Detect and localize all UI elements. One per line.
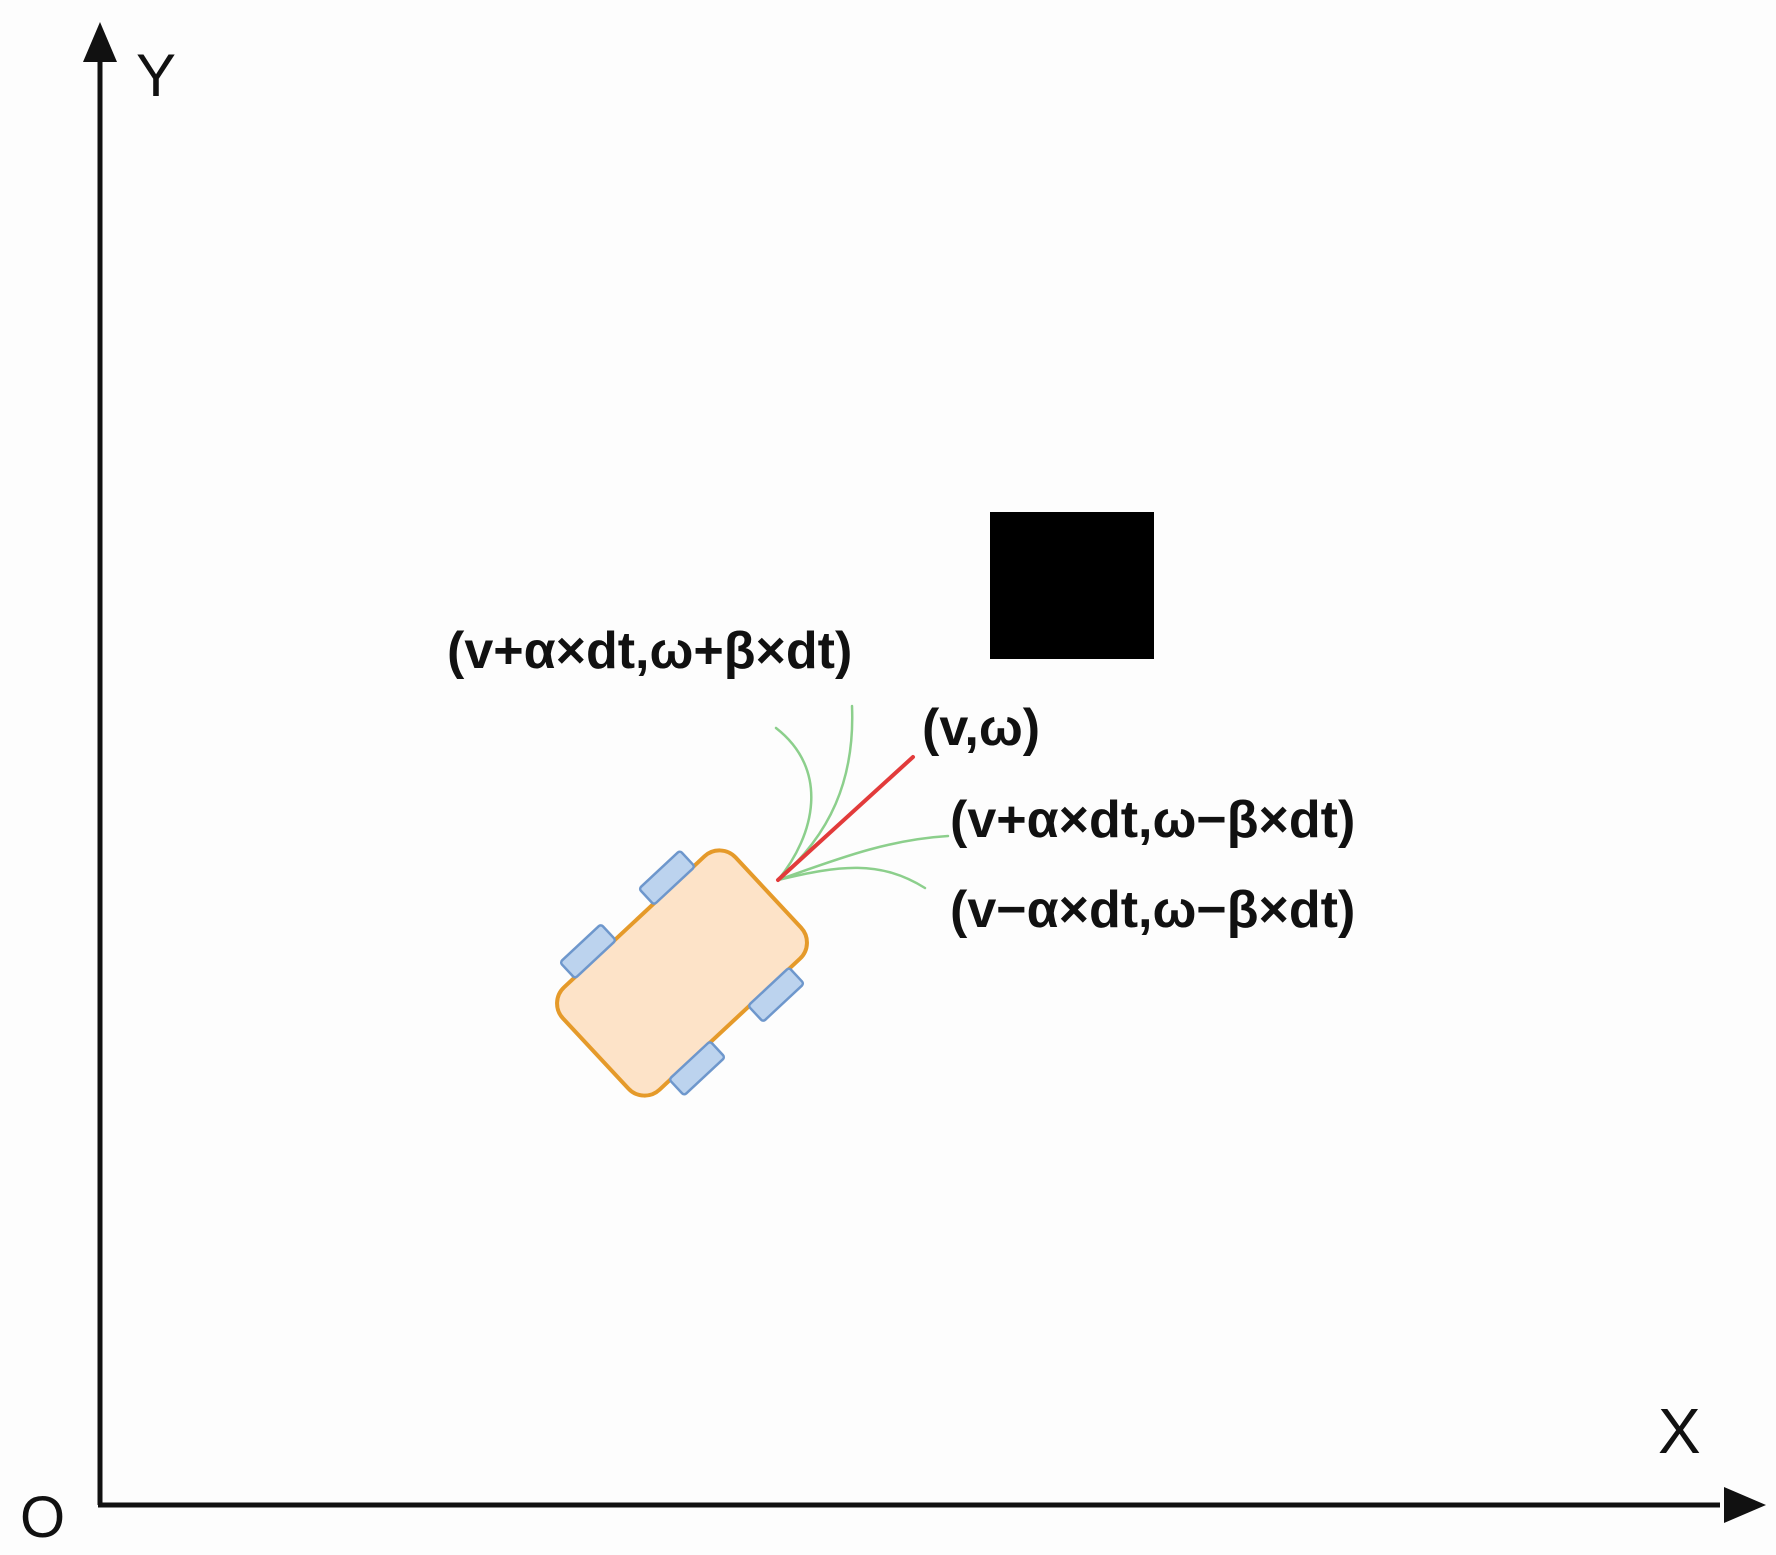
x-axis-arrowhead xyxy=(1724,1487,1766,1523)
coordinate-axes: Y X O xyxy=(20,22,1766,1550)
trajectory-upper xyxy=(776,704,854,882)
wheel-rear-right xyxy=(669,1041,726,1096)
trajectory-right-1 xyxy=(776,834,950,882)
robot xyxy=(555,848,809,1098)
obstacle xyxy=(990,512,1154,659)
x-axis-label: X xyxy=(1658,1395,1701,1467)
label-current: (v,ω) xyxy=(922,699,1040,757)
origin-label: O xyxy=(20,1485,65,1550)
wheel-rear-left xyxy=(559,924,616,979)
trajectory-upper-left xyxy=(774,726,813,882)
y-axis-arrowhead xyxy=(83,22,117,62)
wheel-front-right xyxy=(748,967,805,1022)
current-trajectory xyxy=(776,755,915,882)
y-axis-label: Y xyxy=(136,42,176,109)
velocity-labels: (v+α×dt,ω+β×dt) (v,ω) (v+α×dt,ω−β×dt) (v… xyxy=(447,622,1355,939)
wheel-front-left xyxy=(638,850,695,905)
label-sample-upper: (v+α×dt,ω+β×dt) xyxy=(447,622,852,680)
trajectory-right-2 xyxy=(776,866,927,890)
label-sample-right-1: (v+α×dt,ω−β×dt) xyxy=(950,791,1355,849)
label-sample-right-2: (v−α×dt,ω−β×dt) xyxy=(950,881,1355,939)
robot-body xyxy=(555,848,809,1098)
